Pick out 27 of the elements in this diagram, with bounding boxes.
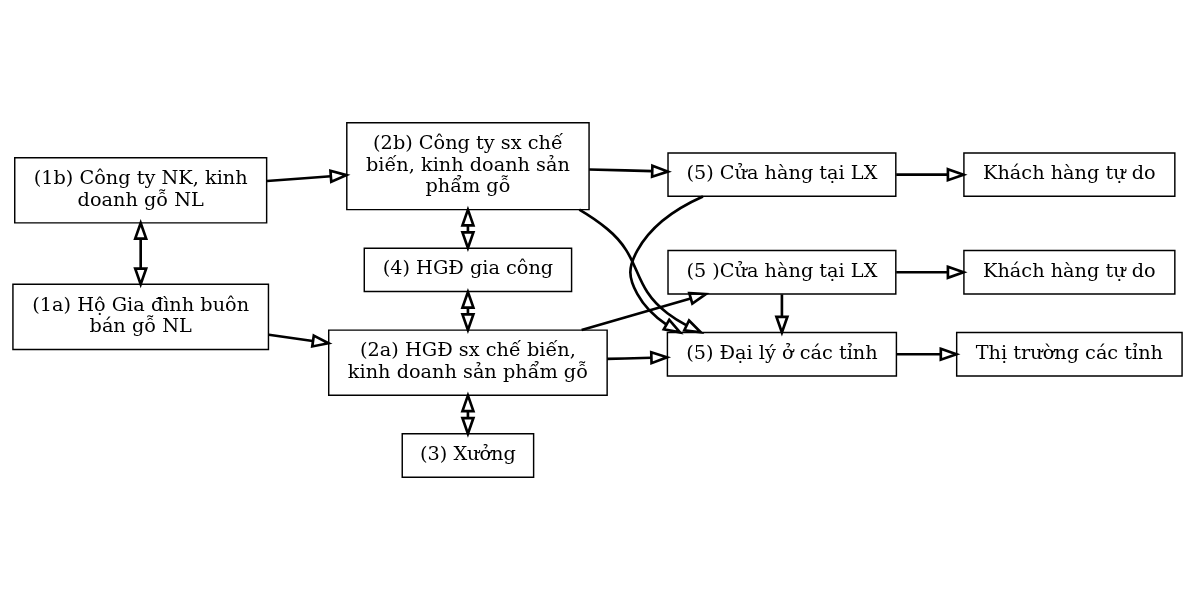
arrow xyxy=(589,163,672,179)
arrow xyxy=(578,208,705,335)
arrow xyxy=(581,291,710,332)
node-box: (5 )Cửa hàng tại LX xyxy=(667,249,897,295)
node-box: (4) HGĐ gia công xyxy=(363,247,573,293)
node-box: Khách hàng tự do xyxy=(963,152,1176,198)
node-box: (2b) Công ty sx chế biến, kinh doanh sản phẩm gỗ xyxy=(346,122,590,211)
arrow xyxy=(460,391,476,438)
arrow xyxy=(629,195,704,335)
arrow xyxy=(133,218,149,289)
arrow xyxy=(896,264,968,280)
node-box: (3) Xưởng xyxy=(401,433,535,478)
node-box: Thị trường các tỉnh xyxy=(955,331,1183,377)
arrow xyxy=(460,287,476,335)
node-box: (2a) HGĐ sx chế biến, kinh doanh sản phẩm gỗ xyxy=(328,329,608,396)
node-box: (5) Đại lý ở các tỉnh xyxy=(666,331,898,377)
node-box: (1a) Hộ Gia đình buôn bán gỗ NL xyxy=(12,283,270,351)
arrow xyxy=(896,167,968,182)
arrow xyxy=(460,205,476,252)
node-box: Khách hàng tự do xyxy=(963,249,1176,295)
arrow xyxy=(607,350,672,366)
arrow xyxy=(266,169,351,184)
arrow xyxy=(774,294,790,337)
arrow xyxy=(268,333,333,349)
node-box: (1b) Công ty NK, kinh doanh gỗ NL xyxy=(14,157,268,224)
node-box: (5) Cửa hàng tại LX xyxy=(667,152,897,198)
arrow xyxy=(896,346,961,362)
